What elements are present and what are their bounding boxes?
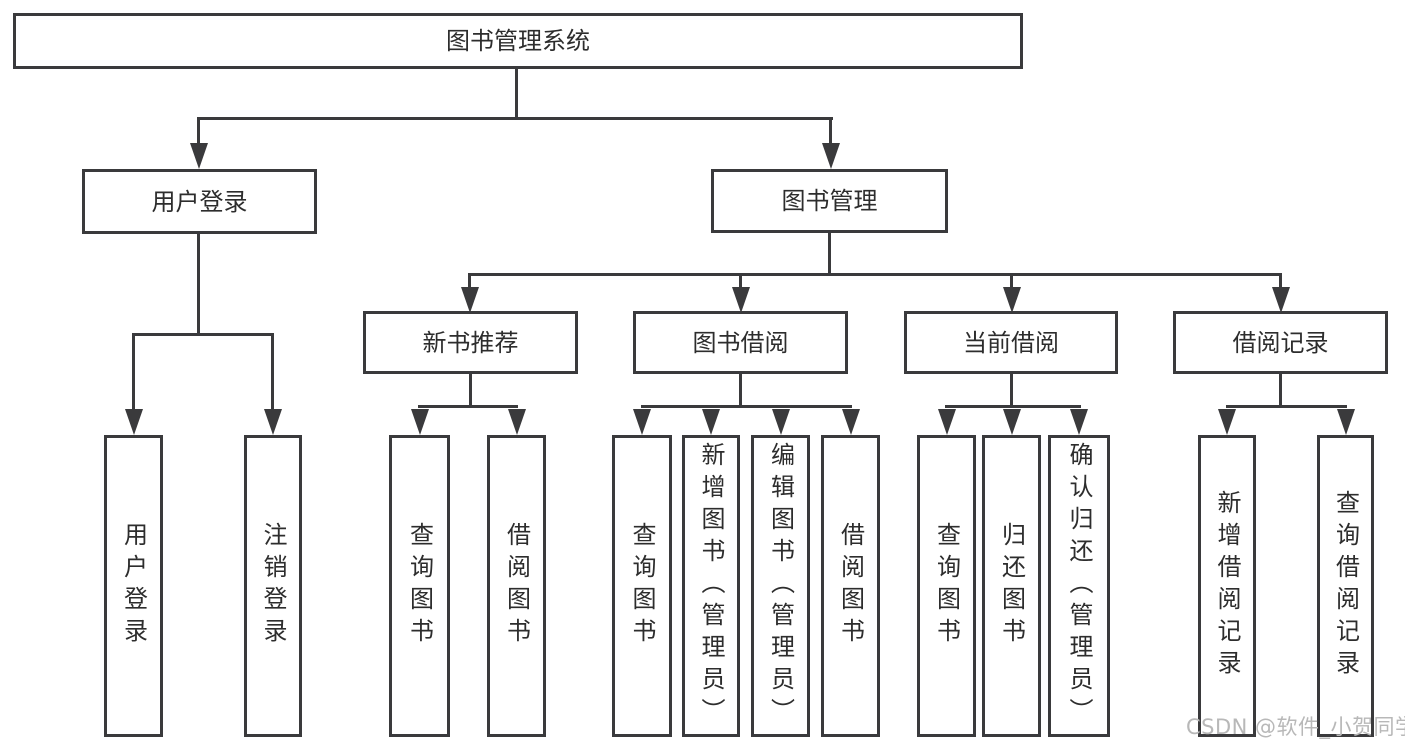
node-book-management: 图书管理 [711, 169, 948, 233]
connector-line [739, 273, 742, 290]
node-label: 查询图书 [932, 522, 961, 650]
arrowhead-down [772, 409, 790, 435]
arrowhead-down [702, 409, 720, 435]
connector-line [1010, 273, 1013, 290]
leaf-query-books-current: 查询图书 [917, 435, 976, 737]
leaf-query-books-recommend: 查询图书 [389, 435, 450, 737]
connector-line [828, 233, 831, 276]
node-label: 图书管理系统 [446, 27, 590, 55]
connector-line [197, 117, 833, 120]
node-label: 图书管理 [781, 187, 878, 215]
connector-line [468, 273, 471, 290]
arrowhead-down [938, 409, 956, 435]
node-label: 用户登录 [151, 187, 248, 216]
connector-line [641, 405, 852, 408]
leaf-add-borrow-record: 新增借阅记录 [1198, 435, 1256, 737]
connector-line [515, 69, 518, 119]
leaf-borrow-books-borrowing: 借阅图书 [821, 435, 880, 737]
arrowhead-down [125, 409, 143, 435]
leaf-edit-books-admin: 编辑图书（管理员） [751, 435, 810, 737]
connector-line [829, 117, 832, 147]
connector-line [197, 234, 200, 335]
node-label: 注销登录 [259, 522, 287, 650]
arrowhead-down [190, 143, 208, 169]
node-label: 用户登录 [119, 522, 148, 650]
connector-line [1279, 273, 1282, 290]
arrowhead-down [1003, 409, 1021, 435]
connector-line [1279, 374, 1282, 407]
arrowhead-down [264, 409, 282, 435]
leaf-logout: 注销登录 [244, 435, 302, 737]
connector-line [418, 405, 518, 408]
arrowhead-down [633, 409, 651, 435]
node-label: 借阅图书 [502, 522, 531, 650]
leaf-add-books-admin: 新增图书（管理员） [682, 435, 740, 737]
connector-line [132, 333, 274, 336]
connector-line [1226, 405, 1347, 408]
node-label: 编辑图书（管理员） [766, 442, 795, 730]
node-label: 新增图书（管理员） [697, 442, 725, 730]
arrowhead-down [1337, 409, 1355, 435]
node-user-login: 用户登录 [82, 169, 317, 234]
node-label: 查询借阅记录 [1331, 490, 1360, 682]
connector-line [132, 333, 135, 411]
node-label: 查询图书 [405, 522, 434, 650]
connector-line [945, 405, 1081, 408]
connector-line [469, 374, 472, 407]
node-current-borrowing: 当前借阅 [904, 311, 1118, 374]
arrowhead-down [1070, 409, 1088, 435]
leaf-borrow-books-recommend: 借阅图书 [487, 435, 546, 737]
arrowhead-down [508, 409, 526, 435]
arrowhead-down [1003, 287, 1021, 313]
node-label: 图书借阅 [692, 328, 789, 357]
node-label: 新书推荐 [422, 328, 519, 357]
leaf-query-borrow-record: 查询借阅记录 [1317, 435, 1374, 737]
arrowhead-down [822, 143, 840, 169]
node-label: 当前借阅 [963, 328, 1059, 357]
node-label: 归还图书 [997, 522, 1026, 650]
arrowhead-down [732, 287, 750, 313]
leaf-return-books: 归还图书 [982, 435, 1041, 737]
connector-line [197, 117, 200, 147]
arrowhead-down [1272, 287, 1290, 313]
node-label: 借阅记录 [1232, 328, 1329, 357]
csdn-watermark: CSDN @软件_小贺同学 [1186, 715, 1405, 739]
node-label: 新增借阅记录 [1213, 490, 1241, 682]
arrowhead-down [461, 287, 479, 313]
node-label: 查询图书 [628, 522, 656, 650]
connector-line [1010, 374, 1013, 407]
leaf-confirm-return-admin: 确认归还（管理员） [1048, 435, 1110, 737]
arrowhead-down [842, 409, 860, 435]
arrowhead-down [1218, 409, 1236, 435]
node-label: 借阅图书 [836, 522, 865, 650]
node-label: 确认归还（管理员） [1065, 442, 1093, 730]
node-borrowing-records: 借阅记录 [1173, 311, 1388, 374]
leaf-user-login: 用户登录 [104, 435, 163, 737]
node-new-book-recommendation: 新书推荐 [363, 311, 578, 374]
connector-line [271, 333, 274, 411]
node-book-borrowing: 图书借阅 [633, 311, 848, 374]
connector-line [468, 273, 1282, 276]
arrowhead-down [411, 409, 429, 435]
connector-line [739, 374, 742, 407]
node-root-library-management-system: 图书管理系统 [13, 13, 1023, 69]
leaf-query-books-borrowing: 查询图书 [612, 435, 672, 737]
